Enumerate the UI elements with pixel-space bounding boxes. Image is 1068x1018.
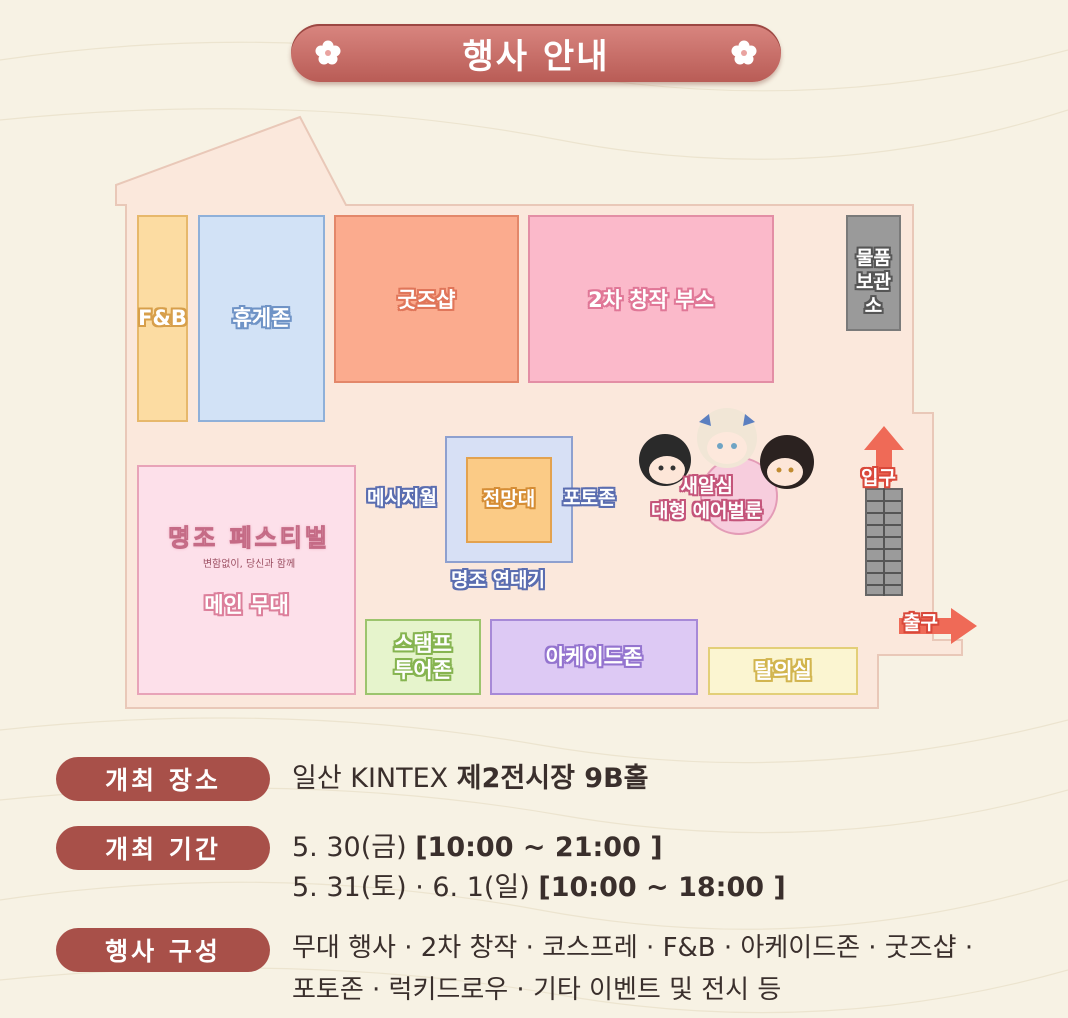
info-period-line-2: 5. 31(토) · 6. 1(일) [10:00 ~ 18:00 ] (292, 868, 786, 908)
logo-main-text: 명조 페스티벌 (168, 523, 330, 553)
zone-goods: 굿즈샵 (334, 215, 519, 383)
label-entrance: 입구 (861, 467, 896, 489)
label-balloon: 새알심 대형 에어벌룬 (651, 475, 763, 522)
period-2-normal-text: 5. 31(토) · 6. 1(일) (292, 872, 539, 903)
period-1-normal-text: 5. 30(금) (292, 832, 416, 863)
info-program-line-2: 포토존 · 럭키드로우 · 기타 이벤트 및 전시 등 (292, 970, 781, 1010)
entrance-arrow-icon (864, 426, 904, 482)
zone-observatory: 전망대 (466, 457, 552, 543)
zone-rest: 휴게존 (198, 215, 325, 422)
flower-icon (315, 40, 341, 65)
label-exit: 출구 (903, 612, 938, 634)
info-period-line-1: 5. 30(금) [10:00 ~ 21:00 ] (292, 828, 663, 868)
zone-stamp-tour: 스탬프 투어존 (365, 619, 481, 695)
flower-icon (731, 40, 757, 65)
exit-arrow-icon (899, 608, 977, 644)
balloon-characters-icon (639, 408, 814, 535)
label-photo-zone: 포토존 (563, 487, 616, 509)
zone-main-stage: 메인 무대 (137, 465, 356, 695)
info-venue: 일산 KINTEX 제2전시장 9B홀 (292, 759, 649, 799)
program-2-text: 포토존 · 럭키드로우 · 기타 이벤트 및 전시 등 (292, 975, 782, 1005)
info-label-program: 행사 구성 (56, 928, 270, 972)
zone-storage: 물품 보관소 (846, 215, 901, 331)
page-title: 행사 안내 (462, 36, 610, 77)
title-banner: 행사 안내 (291, 24, 781, 82)
info-label-venue: 개최 장소 (56, 757, 270, 801)
zone-arcade: 아케이드존 (490, 619, 698, 695)
info-label-period: 개최 기간 (56, 826, 270, 870)
venue-bold-text: 제2전시장 9B홀 (456, 763, 649, 794)
venue-normal-text: 일산 KINTEX (292, 763, 457, 794)
festival-logo: 명조 페스티벌 변함없이, 당신과 함께 (165, 518, 333, 571)
label-message-wall: 메시지월 (367, 487, 437, 509)
logo-sub-text: 변함없이, 당신과 함께 (202, 559, 296, 570)
stairs-divider (883, 488, 885, 596)
period-2-bold-text: [10:00 ~ 18:00 ] (538, 872, 786, 903)
zone-changing-room: 탈의실 (708, 647, 858, 695)
period-1-bold-text: [10:00 ~ 21:00 ] (415, 832, 663, 863)
zone-fnb: F&B (137, 215, 188, 422)
label-kite: 명조 연대기 (451, 569, 546, 591)
zone-derivative: 2차 창작 부스 (528, 215, 774, 383)
program-1-text: 무대 행사 · 2차 창작 · 코스프레 · F&B · 아케이드존 · 굿즈샵… (292, 933, 974, 963)
info-program-line-1: 무대 행사 · 2차 창작 · 코스프레 · F&B · 아케이드존 · 굿즈샵… (292, 928, 973, 968)
